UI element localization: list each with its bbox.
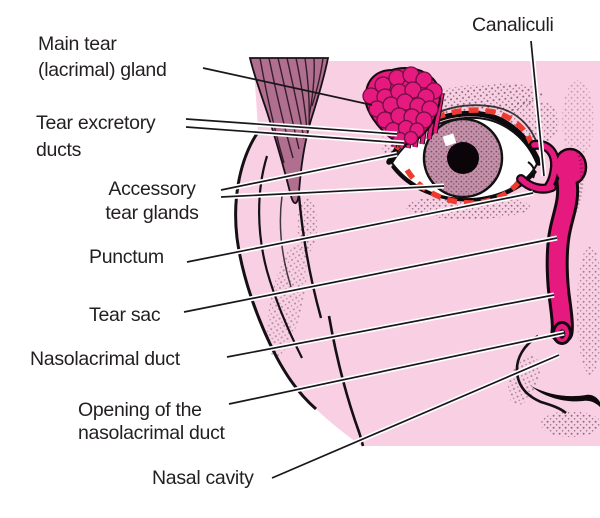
iris bbox=[422, 117, 504, 199]
eye-inner-corner bbox=[527, 161, 536, 179]
leader-punctum bbox=[186, 192, 534, 263]
hair-sideburn bbox=[248, 57, 330, 204]
leader-accessory-tear-glands-1 bbox=[220, 153, 398, 191]
nose-ala bbox=[515, 334, 567, 415]
leader-opening-nasolacrimal-duct bbox=[228, 332, 565, 405]
canaliculus-upper bbox=[531, 142, 558, 189]
label-punctum: Punctum bbox=[89, 246, 164, 268]
eye-highlight bbox=[442, 133, 457, 147]
nose bbox=[515, 334, 600, 415]
canaliculus-lower bbox=[518, 176, 555, 192]
leader-tear-excretory-ducts-1 bbox=[185, 118, 398, 135]
leader-nasal-cavity bbox=[271, 354, 560, 479]
leader-canaliculi bbox=[530, 40, 545, 177]
leader-lines bbox=[183, 40, 565, 481]
nostril bbox=[531, 386, 600, 407]
leader-tear-sac bbox=[183, 237, 558, 313]
leader-accessory-tear-glands-2 bbox=[220, 185, 445, 198]
nasolacrimal-duct bbox=[548, 173, 577, 341]
leader-main-tear-gland bbox=[202, 67, 373, 106]
label-nasal-cavity: Nasal cavity bbox=[152, 467, 254, 489]
pupil bbox=[447, 142, 479, 174]
label-opening-nasolacrimal-duct: Opening of the nasolacrimal duct bbox=[78, 399, 225, 444]
label-nasolacrimal-duct: Nasolacrimal duct bbox=[30, 348, 180, 370]
label-main-tear-gland: Main tear (lacrimal) gland bbox=[38, 33, 167, 81]
label-canaliculi: Canaliculi bbox=[472, 14, 554, 36]
leader-tear-excretory-ducts-2 bbox=[185, 126, 405, 144]
label-tear-excretory-ducts: Tear excretory ducts bbox=[36, 112, 156, 161]
lacrimal-drainage bbox=[516, 139, 588, 345]
label-accessory-tear-glands: Accessory tear glands bbox=[105, 178, 199, 224]
label-tear-sac: Tear sac bbox=[89, 304, 161, 326]
leader-nasolacrimal-duct bbox=[226, 294, 555, 358]
